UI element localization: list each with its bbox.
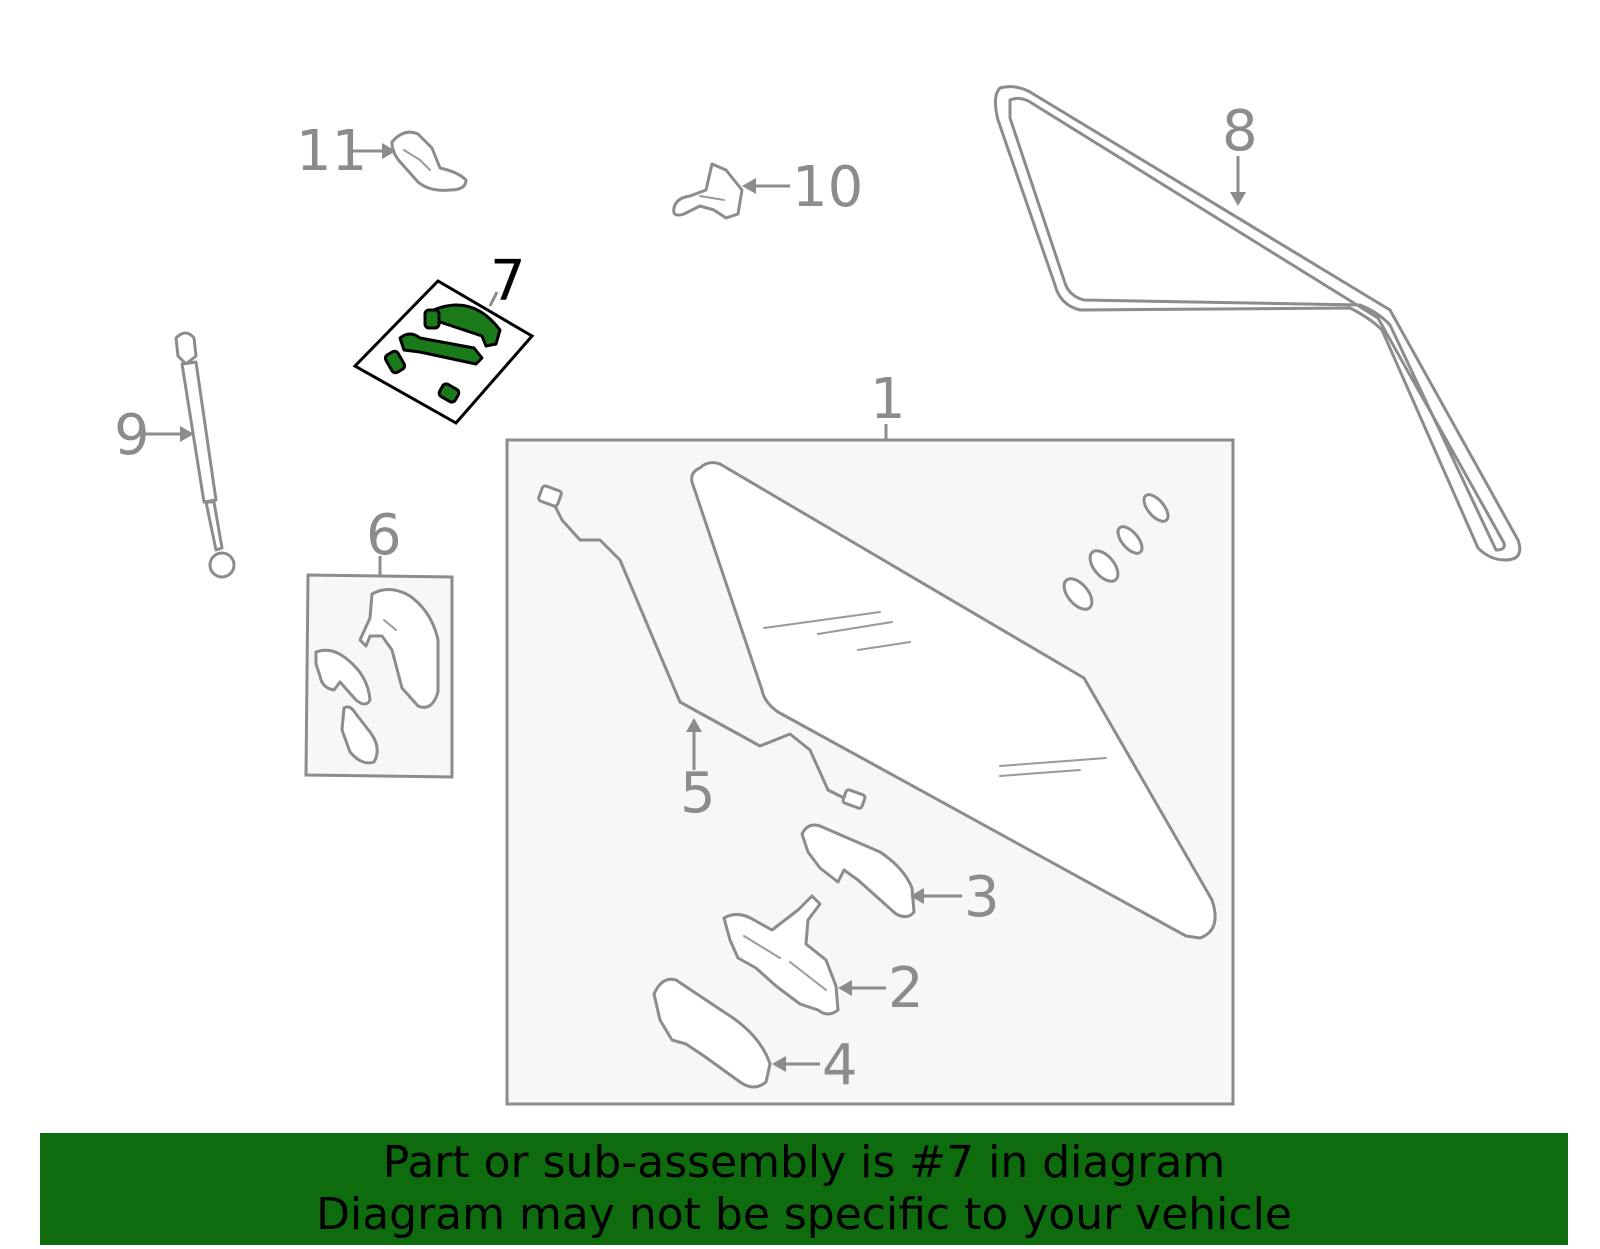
callout-7: 7	[490, 249, 526, 314]
part-9-lift-support[interactable]	[174, 331, 236, 579]
part-5-wire-harness[interactable]	[537, 484, 867, 810]
part-11-bracket[interactable]	[390, 130, 468, 192]
banner-line-1: Part or sub-assembly is #7 in diagram	[382, 1137, 1226, 1188]
callout-6: 6	[366, 503, 402, 568]
part-2-lock-assembly[interactable]	[722, 894, 840, 1016]
part-10-stop[interactable]	[672, 162, 744, 220]
part-3-handle-cover[interactable]	[800, 823, 916, 919]
callout-labels: 1 2 3 4 5 6 7 8 9 10 11	[114, 99, 1258, 1098]
part-8-weatherstrip[interactable]	[993, 85, 1522, 562]
callout-5: 5	[680, 761, 716, 826]
part-1-back-glass[interactable]	[690, 461, 1217, 940]
leader-lines	[144, 143, 1246, 1072]
callout-2: 2	[888, 956, 924, 1021]
callout-4: 4	[822, 1033, 858, 1098]
part-7-handle-kit[interactable]	[352, 279, 535, 425]
banner-line-2: Diagram may not be specific to your vehi…	[316, 1189, 1292, 1240]
callout-9: 9	[114, 403, 150, 468]
part-4-handle[interactable]	[652, 977, 772, 1089]
callout-3: 3	[964, 865, 1000, 930]
info-banner: Part or sub-assembly is #7 in diagram Di…	[40, 1133, 1568, 1245]
callout-8: 8	[1222, 99, 1258, 164]
part-6-hinge-group[interactable]	[304, 573, 454, 779]
callout-11: 11	[296, 119, 367, 184]
callout-1: 1	[870, 367, 906, 432]
callout-10: 10	[792, 155, 863, 220]
